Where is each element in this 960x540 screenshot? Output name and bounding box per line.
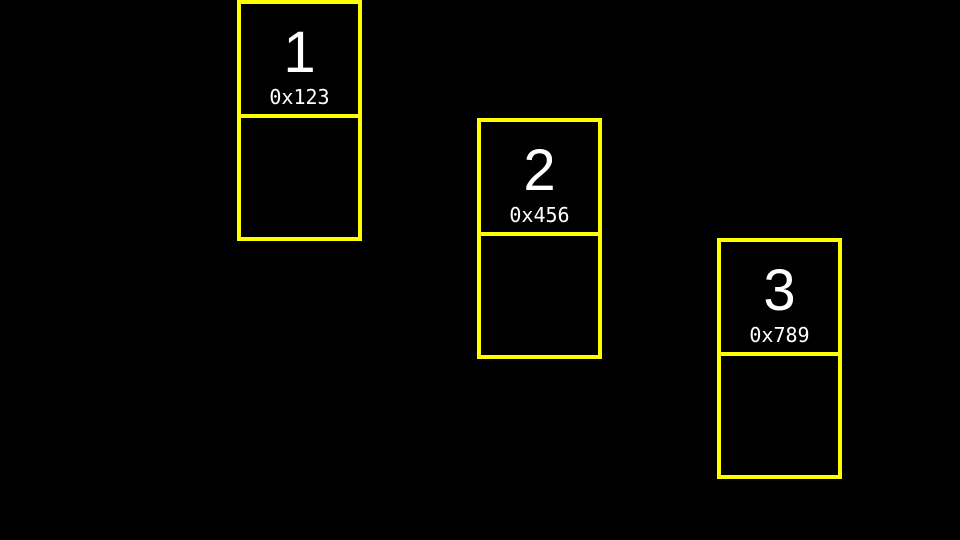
node-1-value-cell: 1 0x123 — [241, 4, 358, 118]
node-1-address: 0x123 — [269, 85, 330, 109]
node-1-value: 1 — [283, 20, 316, 85]
list-node-2: 2 0x456 — [477, 118, 602, 359]
node-2-value: 2 — [523, 138, 556, 203]
node-2-value-cell: 2 0x456 — [481, 122, 598, 236]
node-3-value-cell: 3 0x789 — [721, 242, 838, 356]
node-3-address: 0x789 — [749, 323, 810, 347]
node-2-address: 0x456 — [509, 203, 570, 227]
list-node-1: 1 0x123 — [237, 0, 362, 241]
node-3-value: 3 — [763, 258, 796, 323]
list-node-3: 3 0x789 — [717, 238, 842, 479]
